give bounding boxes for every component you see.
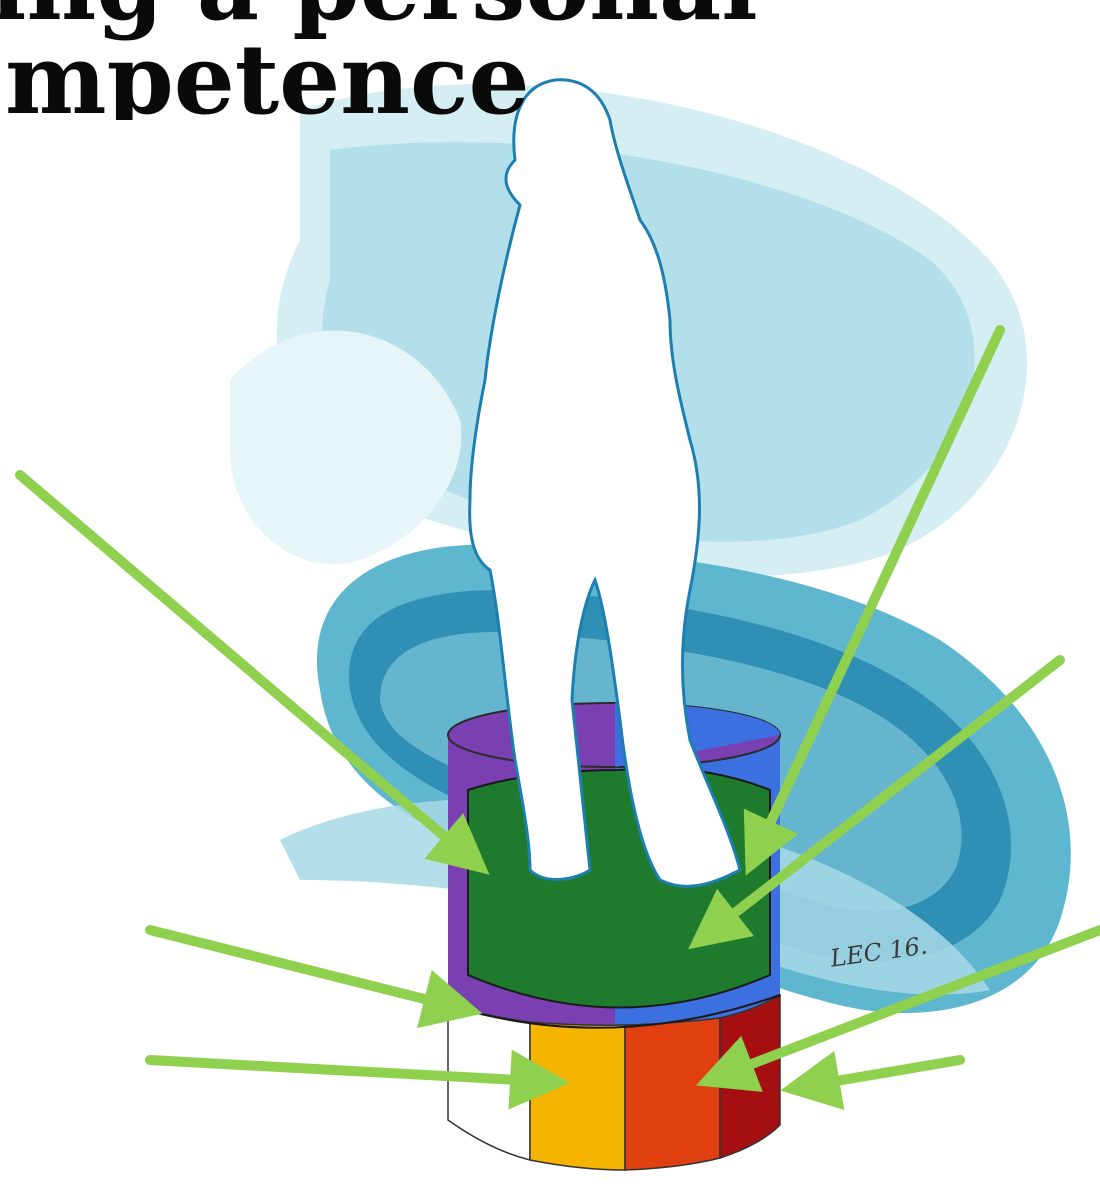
green-segment [468,768,770,1007]
orange-segment [625,1018,720,1170]
pedestal [448,703,780,1170]
page-title: ing a personal mpetence [0,0,1100,120]
yellow-segment [530,1022,625,1170]
arrow-to-dark-red [795,1060,960,1088]
title-line-2: mpetence [5,32,530,120]
arrow-to-white [150,930,468,1010]
